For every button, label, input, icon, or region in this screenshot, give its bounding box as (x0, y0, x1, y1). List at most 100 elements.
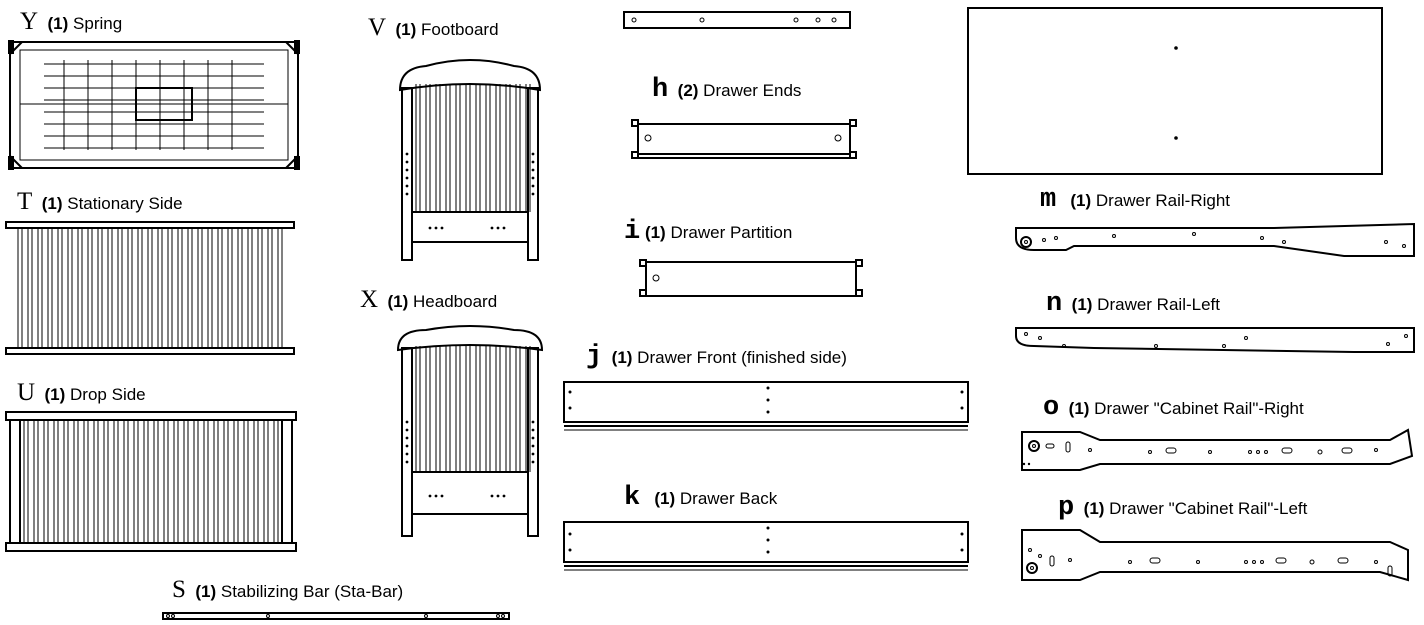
hardware-dot (531, 168, 535, 172)
hardware-dot (405, 168, 409, 172)
part-name: Headboard (413, 292, 498, 311)
drawer-bottom-panel-drawing (967, 7, 1383, 175)
drawer-back-drawing (563, 521, 969, 571)
hardware-dot (405, 176, 409, 180)
label-stationary-side: T (1) Stationary Side (17, 189, 183, 214)
part-name: Drawer Rail-Right (1095, 191, 1231, 210)
label-stabilizing-bar: S (1) Stabilizing Bar (Sta-Bar) (172, 577, 404, 602)
hardware-dot (531, 428, 535, 432)
drawer-rail-left-drawing (1015, 327, 1415, 353)
hardware-dot (531, 152, 535, 156)
hardware-dot (440, 226, 444, 230)
hardware-dot (405, 160, 409, 164)
hardware-dot (490, 226, 494, 230)
part-name: Drawer Front (finished side) (637, 348, 847, 367)
label-drawer-front: j (1) Drawer Front (finished side) (586, 344, 847, 371)
part-qty: (1) (47, 14, 69, 33)
drawer-front-drawing (563, 381, 969, 431)
hardware-dot (531, 444, 535, 448)
part-qty: (2) (677, 81, 699, 100)
hardware-dot (405, 420, 409, 424)
hardware-dot (531, 184, 535, 188)
part-qty: (1) (611, 348, 633, 367)
spring-drawing (8, 40, 300, 170)
part-name: Spring (73, 14, 123, 33)
part-letter: n (1046, 289, 1063, 319)
hardware-dot (490, 494, 494, 498)
part-letter: U (17, 379, 36, 406)
hardware-dot (502, 226, 506, 230)
part-qty: (1) (1070, 191, 1092, 210)
hardware-dot (531, 176, 535, 180)
part-qty: (1) (44, 385, 66, 404)
hardware-dot (531, 436, 535, 440)
hardware-dot (405, 460, 409, 464)
hardware-dot (531, 160, 535, 164)
label-cabinet-rail-left: p (1) Drawer "Cabinet Rail"-Left (1058, 495, 1308, 522)
hardware-dot (434, 494, 438, 498)
label-drawer-back: k (1) Drawer Back (624, 485, 778, 512)
hardware-dot (405, 428, 409, 432)
footboard-drawing (398, 59, 542, 261)
drawer-rail-right-drawing (1015, 222, 1415, 257)
part-name: Drop Side (70, 385, 146, 404)
part-letter: T (17, 188, 33, 215)
hardware-dot (531, 192, 535, 196)
hardware-dot (440, 494, 444, 498)
stationary-side-drawing (5, 221, 295, 355)
hardware-dot (531, 452, 535, 456)
label-headboard: X (1) Headboard (360, 287, 498, 312)
part-name: Drawer "Cabinet Rail"-Left (1109, 499, 1308, 518)
hardware-dot (434, 226, 438, 230)
part-letter: Y (20, 8, 39, 35)
label-footboard: V (1) Footboard (368, 15, 499, 40)
part-qty: (1) (1071, 295, 1093, 314)
part-qty: (1) (387, 292, 409, 311)
part-qty: (1) (195, 582, 217, 601)
part-letter: j (586, 342, 603, 372)
part-name: Drawer "Cabinet Rail"-Right (1094, 399, 1304, 418)
label-drawer-partition: i (1) Drawer Partition (624, 219, 793, 246)
part-name: Stationary Side (67, 194, 183, 213)
label-spring: Y (1) Spring (20, 9, 123, 34)
hardware-dot (531, 460, 535, 464)
hardware-dot (502, 494, 506, 498)
drawer-ends-drawing (631, 119, 857, 159)
drawer-partition-drawing (639, 259, 863, 297)
drawer-part-g-drawing (623, 11, 851, 29)
part-letter: k (624, 483, 641, 513)
part-qty: (1) (654, 489, 676, 508)
label-drawer-ends: h (2) Drawer Ends (652, 77, 802, 104)
hardware-dot (531, 420, 535, 424)
part-name: Footboard (421, 20, 499, 39)
headboard-drawing (396, 325, 544, 537)
label-drawer-rail-right: m (1) Drawer Rail-Right (1040, 187, 1231, 214)
part-letter: S (172, 576, 186, 603)
hardware-dot (405, 152, 409, 156)
part-name: Drawer Back (679, 489, 778, 508)
part-name: Stabilizing Bar (Sta-Bar) (220, 582, 404, 601)
part-letter: V (368, 14, 387, 41)
label-drop-side: U (1) Drop Side (17, 380, 146, 405)
stabilizing-bar-drawing (162, 612, 510, 620)
part-letter: h (652, 75, 669, 105)
drop-side-drawing (5, 411, 297, 552)
part-name: Drawer Partition (670, 223, 793, 242)
label-drawer-rail-left: n (1) Drawer Rail-Left (1046, 291, 1220, 318)
hardware-dot (496, 494, 500, 498)
part-name: Drawer Ends (703, 81, 802, 100)
part-name: Drawer Rail-Left (1097, 295, 1220, 314)
hardware-dot (405, 436, 409, 440)
part-letter: m (1040, 185, 1057, 215)
part-qty: (1) (1083, 499, 1105, 518)
hardware-dot (405, 452, 409, 456)
part-letter: i (624, 217, 641, 247)
part-letter: X (360, 286, 379, 313)
part-qty: (1) (41, 194, 63, 213)
label-cabinet-rail-right: o (1) Drawer "Cabinet Rail"-Right (1043, 395, 1304, 422)
hardware-dot (428, 494, 432, 498)
hardware-dot (428, 226, 432, 230)
part-letter: p (1058, 493, 1075, 523)
part-qty: (1) (395, 20, 417, 39)
part-qty: (1) (1068, 399, 1090, 418)
